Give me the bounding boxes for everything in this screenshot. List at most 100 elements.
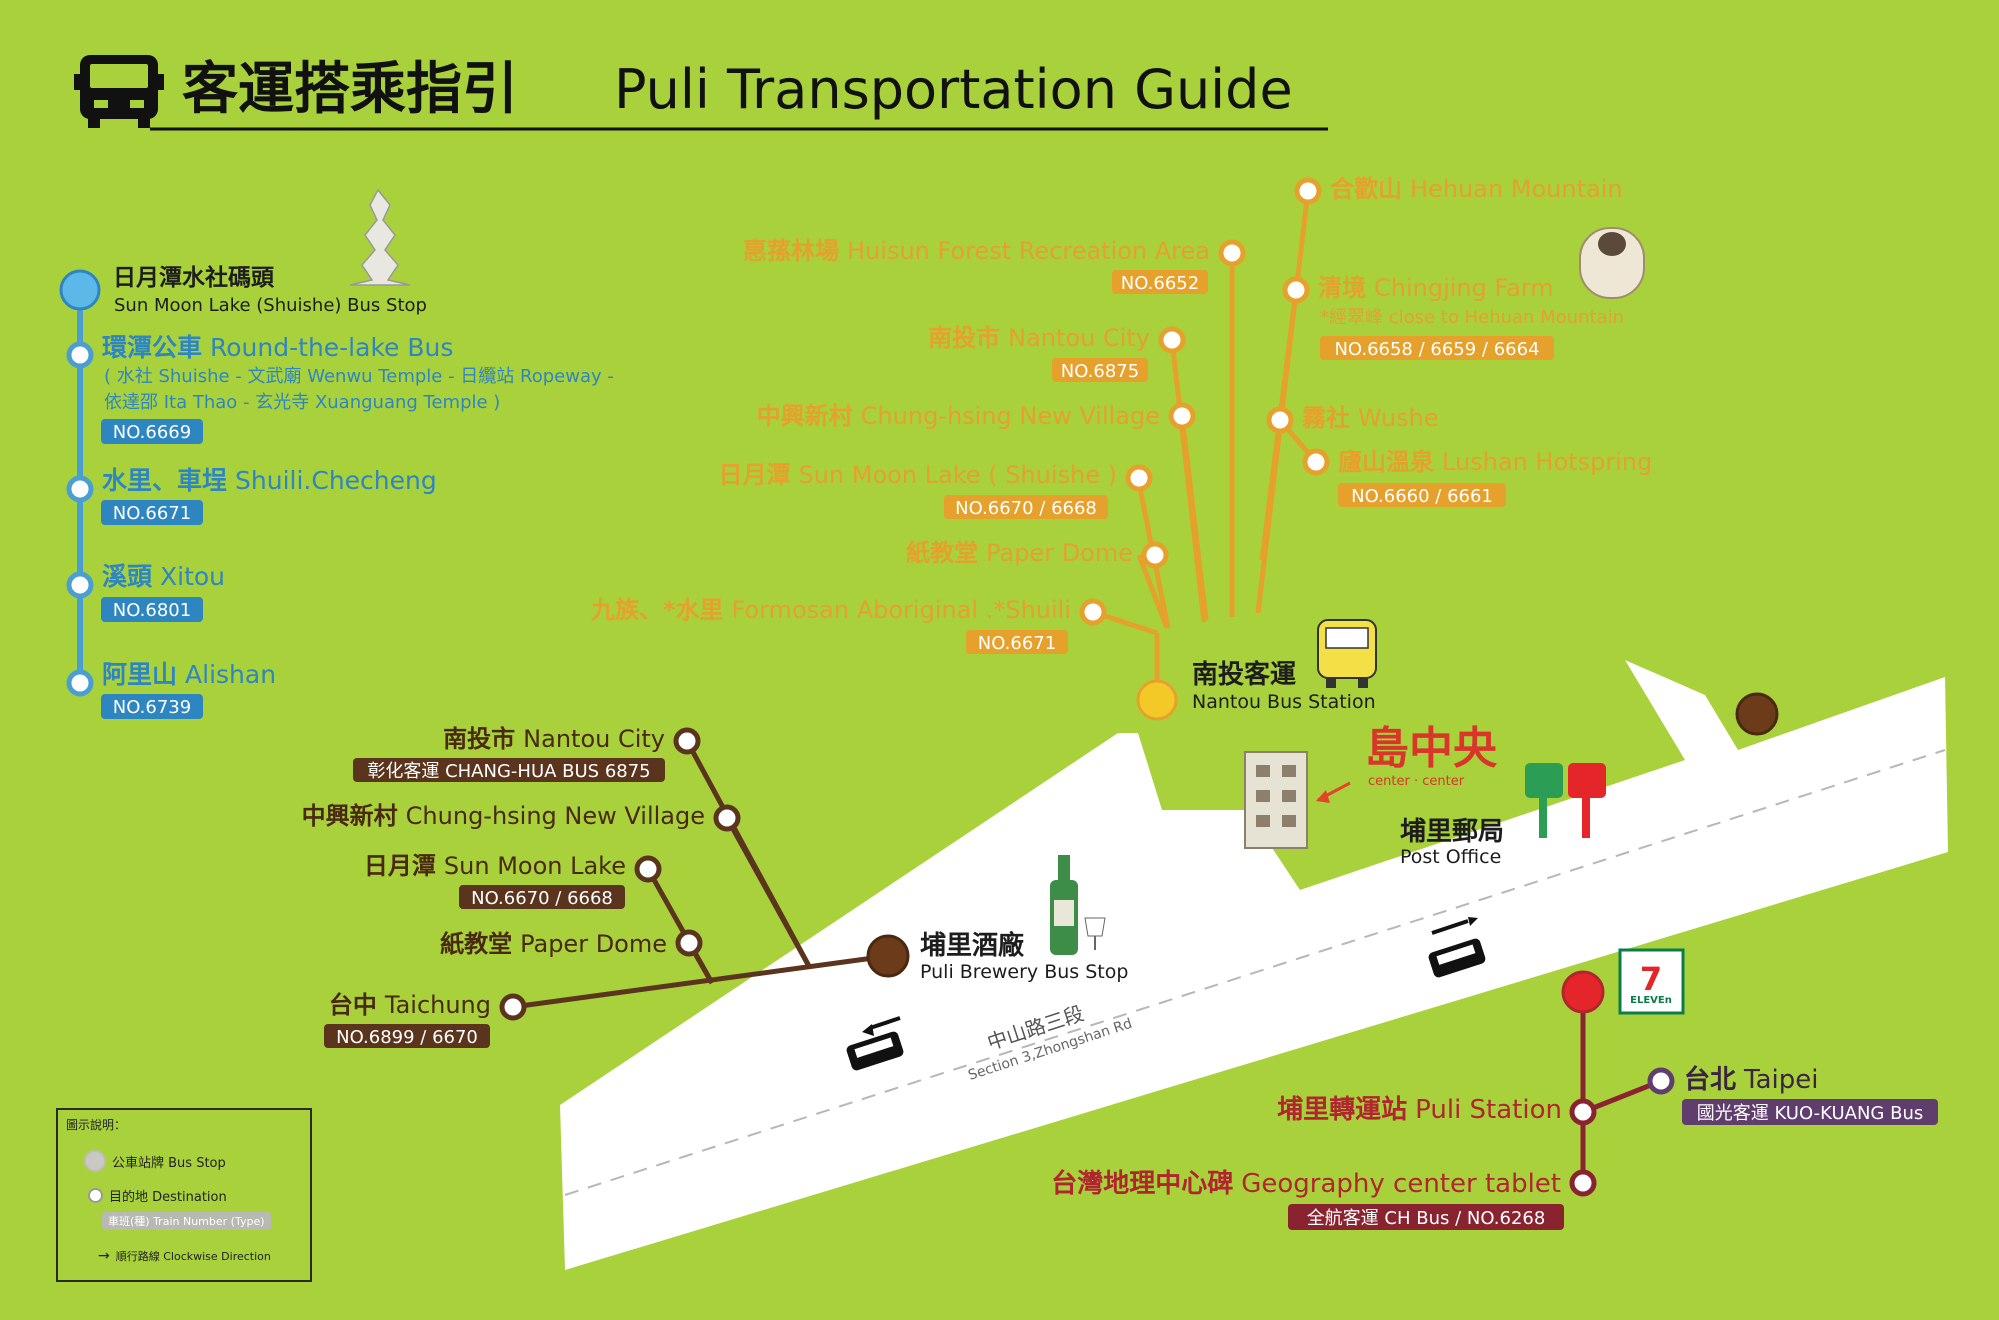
brown-station-zh: 埔里酒廠 <box>920 930 1025 961</box>
bus-number: NO.6652 <box>1121 273 1199 294</box>
bus-icon <box>74 55 164 128</box>
legend-train-label: 車班(種) Train Number (Type) <box>102 1212 271 1230</box>
seven-eleven-icon: 7 ELEVEn <box>1618 948 1685 1015</box>
bus-number: NO.6658 / 6659 / 6664 <box>1334 339 1539 360</box>
blue-route: 日月潭水社碼頭 Sun Moon Lake (Shuishe) Bus Stop… <box>59 188 614 719</box>
bus-number-badge <box>966 630 1068 654</box>
header: 客運搭乘指引 Puli Transportation Guide <box>74 55 1328 131</box>
blue-stop-note: 依達邵 Ita Thao - 玄光寺 Xuanguang Temple ) <box>104 392 500 413</box>
bus-number: NO.6670 / 6668 <box>471 888 613 909</box>
bus-number-badge <box>324 1024 490 1048</box>
bus-direction-icon-1 <box>846 1016 904 1071</box>
wine-bottle-icon <box>1050 855 1106 955</box>
bus-number-badge <box>353 758 665 782</box>
bus-number-badge <box>101 694 203 719</box>
legend-train-number: 車班(種) Train Number (Type) <box>102 1212 271 1230</box>
pagoda-icon <box>349 188 411 286</box>
legend-direction-label: 順行路線 Clockwise Direction <box>115 1250 271 1263</box>
brown-stops <box>499 727 910 1021</box>
orange-station-en: Nantou Bus Station <box>1192 691 1376 713</box>
legend-bus-stop: 公車站牌 Bus Stop <box>84 1150 226 1172</box>
legend: 圖示說明： 公車站牌 Bus Stop 目的地 Destination 車班(種… <box>56 1108 312 1282</box>
orange-route <box>1092 190 1318 700</box>
bus-number-badge <box>1052 358 1148 382</box>
legend-destination: 目的地 Destination <box>84 1186 227 1205</box>
road-centerline <box>564 749 1946 1196</box>
bus-number-badge <box>1112 270 1208 294</box>
arrow-right-icon: → <box>98 1248 110 1264</box>
bus-number-badge <box>1320 336 1554 360</box>
post-office-zh: 埔里郵局 <box>1400 816 1504 847</box>
bus-number: NO.6660 / 6661 <box>1351 486 1493 507</box>
bus-number-badge <box>101 500 203 525</box>
bus-stop-brewery <box>866 934 910 978</box>
bus-number: 彰化客運 CHANG-HUA BUS 6875 <box>367 761 650 782</box>
orange-stops <box>1079 177 1330 721</box>
bus-number: NO.6739 <box>113 697 191 718</box>
blue-stop-note: ( 水社 Shuishe - 文武廟 Wenwu Temple - 日纜站 Ro… <box>104 366 614 387</box>
brown-station-en: Puli Brewery Bus Stop <box>920 961 1128 983</box>
bus-number-badge <box>459 885 625 909</box>
bus-number-badge <box>944 495 1108 519</box>
bus-number: NO.6670 / 6668 <box>955 498 1097 519</box>
bus-number: NO.6899 / 6670 <box>336 1027 478 1048</box>
seven-eleven-text: ELEVEn <box>1630 995 1672 1006</box>
bus-number: NO.6669 <box>113 422 191 443</box>
bus-icon <box>1317 619 1377 688</box>
bus-number: NO.6671 <box>113 503 191 524</box>
red-route <box>1580 992 1662 1183</box>
bus-number: NO.6801 <box>113 600 191 621</box>
svg-text:7: 7 <box>1640 960 1662 998</box>
bus-number: NO.6671 <box>978 633 1056 654</box>
legend-direction: → 順行路線 Clockwise Direction <box>98 1248 271 1264</box>
bus-stop-puli-station <box>1561 970 1605 1014</box>
post-box-icon <box>1525 763 1606 838</box>
red-stops <box>1561 970 1675 1197</box>
post-office-en: Post Office <box>1400 846 1501 868</box>
bus-stop-marker-icon <box>84 1150 106 1172</box>
title-en: Puli Transportation Guide <box>614 58 1293 121</box>
bus-number-badge <box>1338 483 1506 507</box>
road: 中山路三段 Section 3,Zhongshan Rd <box>560 660 1948 1270</box>
blue-start-en: Sun Moon Lake (Shuishe) Bus Stop <box>114 295 427 316</box>
title-zh: 客運搭乘指引 <box>182 57 518 122</box>
legend-title: 圖示說明： <box>66 1118 127 1132</box>
bus-stop-nantou <box>1136 679 1178 721</box>
center-logo: 島中央 <box>1365 723 1498 774</box>
bus-number-badge <box>1682 1099 1938 1125</box>
center-logo-sub: center · center <box>1368 774 1465 789</box>
brown-route <box>512 739 889 1010</box>
bus-number: 全航客運 CH Bus / NO.6268 <box>1307 1208 1546 1229</box>
destination-marker-icon <box>88 1188 103 1203</box>
bus-number-badge <box>101 597 203 622</box>
bus-direction-icon-2 <box>1428 917 1486 978</box>
blue-start-zh: 日月潭水社碼頭 <box>113 264 275 291</box>
bus-number-badge <box>1288 1204 1564 1230</box>
sheep-icon <box>1579 227 1645 299</box>
